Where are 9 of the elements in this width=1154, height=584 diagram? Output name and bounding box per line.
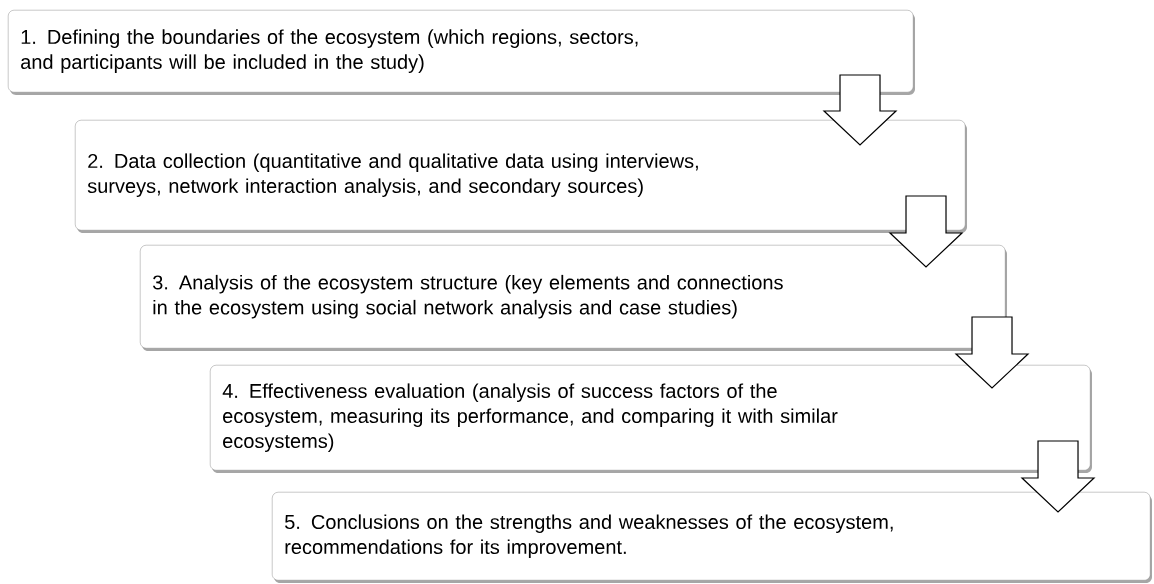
process-box: 1. Defining the boundaries of the ecosystem (which regions, sectors, and participants will be included in the study): [8, 10, 915, 95]
block-arrow: [1020, 440, 1096, 513]
process-box: 3. Analysis of the ecosystem structure (key elements and connections in the ecosystem using social network analysis and case studies): [140, 245, 1007, 351]
process-box: 2. Data collection (quantitative and qualitative data using interviews, surveys, network interaction analysis, and secondary sources): [75, 120, 967, 233]
block-arrow: [822, 74, 898, 146]
block-arrow: [954, 316, 1030, 389]
process-box: 5. Conclusions on the strengths and weaknesses of the ecosystem, recommendations for its improvement.: [272, 492, 1152, 583]
process-box: 4. Effectiveness evaluation (analysis of success factors of the ecosystem, measuring its performance, and comparing it with similar ecosystems): [210, 365, 1092, 473]
block-arrow: [888, 195, 964, 268]
